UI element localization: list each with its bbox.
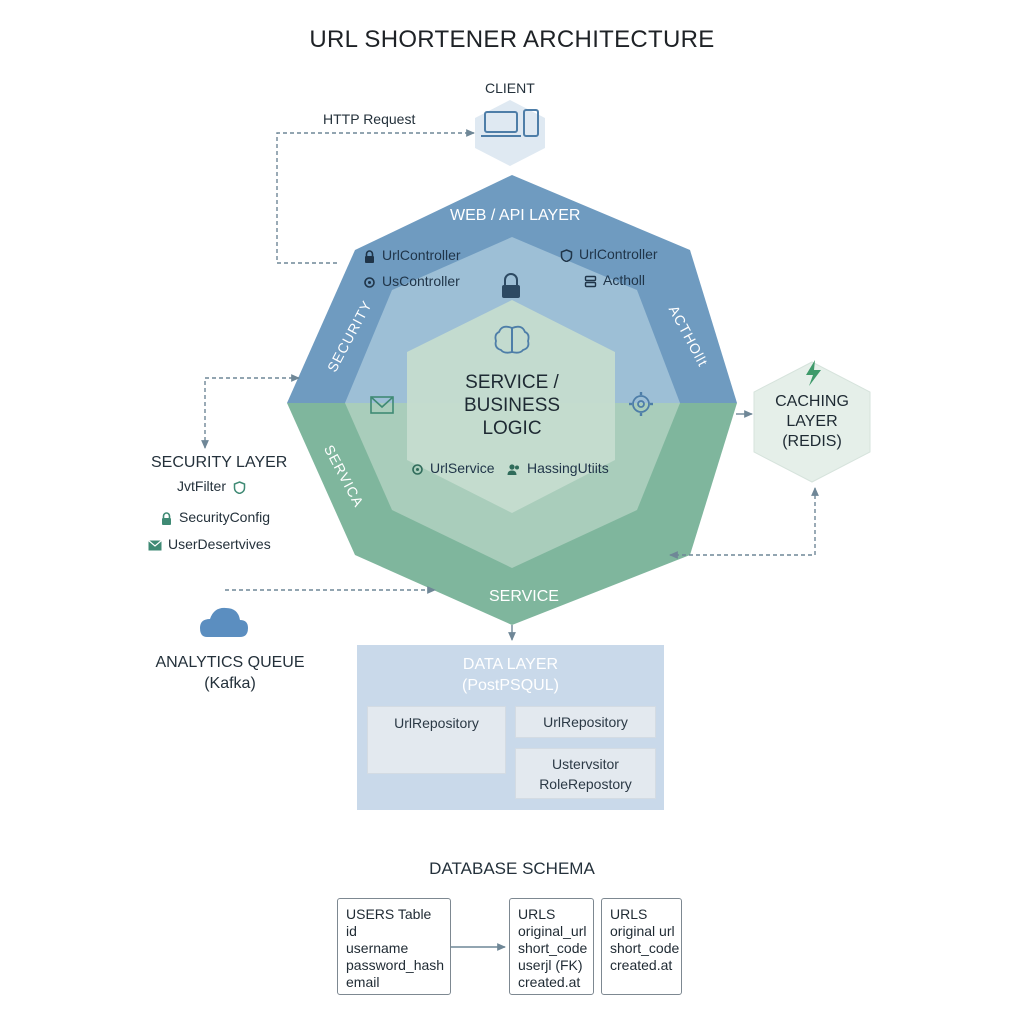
- web-item-actholl: Actholl: [584, 272, 645, 288]
- repo-card-role: Ustervsitor RoleRepostory: [515, 748, 656, 799]
- bolt-icon: [806, 360, 821, 386]
- security-item-securityconfig: SecurityConfig: [160, 509, 270, 525]
- security-layer-label: SECURITY LAYER: [151, 454, 288, 471]
- security-item-jvtfilter: JvtFilter: [177, 478, 246, 495]
- server-icon: [584, 275, 597, 287]
- schema-title: DATABASE SCHEMA: [429, 859, 595, 878]
- web-item-uscontroller: UsController: [363, 273, 460, 289]
- laptop-icon: [481, 111, 521, 137]
- mail-icon: [148, 539, 162, 551]
- repo-card-url-2: UrlRepository: [515, 706, 656, 738]
- http-request-label: HTTP Request: [323, 111, 416, 127]
- shield-icon: [233, 480, 246, 495]
- gear-icon: [629, 392, 653, 416]
- security-item-userdeservices: UserDesertvives: [148, 536, 271, 552]
- users-icon: [507, 464, 519, 475]
- lock-icon: [162, 512, 171, 525]
- caching-label: CACHING LAYER (REDIS): [775, 393, 849, 450]
- security-arrow: [201, 374, 300, 449]
- http-request-arrow: [276, 129, 475, 264]
- schema-table-users: USERS Table id username password_hash em…: [337, 898, 451, 995]
- page-title: URL SHORTENER ARCHITECTURE: [309, 26, 715, 53]
- data-layer-label: DATA LAYER (PostPSQUL): [462, 656, 559, 694]
- web-item-urlcontroller-left: UrlController: [363, 247, 461, 263]
- phone-icon: [523, 109, 539, 137]
- ring-label-service: SERVICE: [489, 588, 559, 605]
- analytics-label: ANALYTICS QUEUE (Kafka): [155, 654, 305, 692]
- core-hexagon: [407, 300, 615, 513]
- schema-table-urls-2: URLS original url short_code created.at: [601, 898, 682, 995]
- web-item-urlcontroller-right: UrlController: [560, 246, 658, 262]
- repo-card-url: UrlRepository: [367, 706, 506, 774]
- solid-connectors: [451, 410, 753, 951]
- core-item-hashing: HassingUtiits: [507, 460, 609, 476]
- lock-icon: [502, 273, 520, 298]
- schema-table-urls-1: URLS original_url short_code userjl (FK)…: [509, 898, 594, 995]
- web-layer-label: WEB / API LAYER: [450, 207, 581, 224]
- gear-icon: [412, 463, 423, 475]
- caching-hexagon: [753, 361, 871, 483]
- mail-icon: [370, 396, 394, 414]
- brain-icon: [494, 325, 530, 354]
- client-label: CLIENT: [485, 80, 535, 96]
- core-item-urlservice: UrlService: [411, 460, 495, 476]
- lock-icon: [365, 250, 374, 263]
- core-label: SERVICE / BUSINESS LOGIC: [463, 372, 561, 439]
- gear-icon: [364, 276, 375, 288]
- connectors: [201, 129, 819, 594]
- cloud-icon: [200, 607, 248, 637]
- shield-icon: [560, 248, 573, 262]
- caching-return-arrow: [669, 487, 819, 559]
